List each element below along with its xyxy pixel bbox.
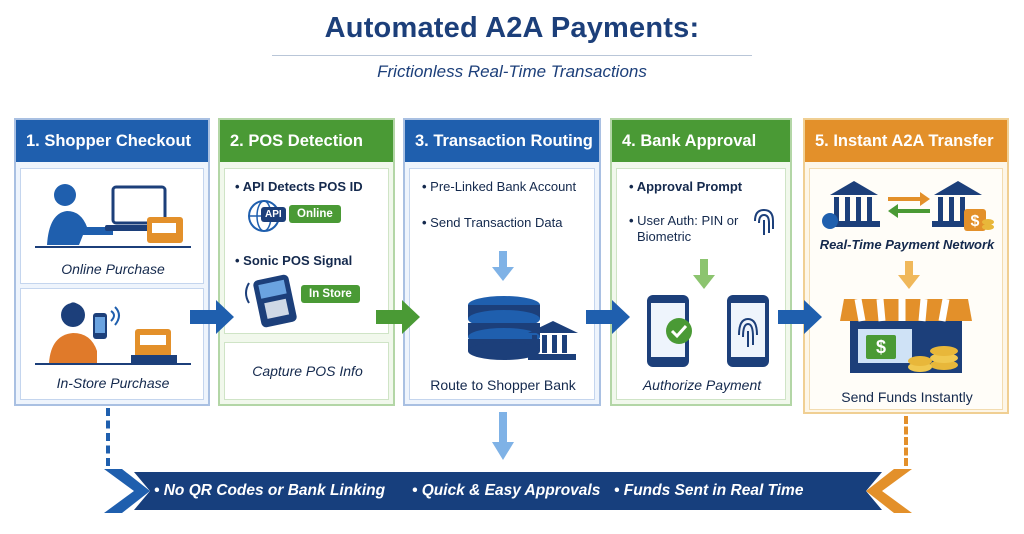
step-5-heading: 5. Instant A2A Transfer (805, 120, 1007, 162)
benefit-item-1: • No QR Codes or Bank Linking (154, 482, 386, 499)
down-arrow-icon (693, 259, 715, 289)
send-data-item: • Send Transaction Data (422, 215, 563, 230)
send-funds-label: Send Funds Instantly (841, 389, 973, 405)
svg-text:$: $ (876, 337, 886, 357)
api-detects-item: • API Detects POS ID (235, 179, 363, 194)
transfer-panel: $ Real-Time Payment Network $ Send Funds… (809, 168, 1003, 410)
pos-terminal-icon (245, 274, 297, 328)
benefit-item-3: • Funds Sent in Real Time (614, 482, 804, 499)
sonic-signal-item: • Sonic POS Signal (235, 253, 353, 268)
step-3-heading: 3. Transaction Routing (405, 120, 599, 162)
api-badge: API (261, 207, 286, 222)
fingerprint-icon (754, 208, 774, 235)
online-shopper-icon (35, 184, 191, 248)
step-5-card: 5. Instant A2A Transfer $ Real-Time Paym… (803, 118, 1009, 414)
routing-panel: • Pre-Linked Bank Account • Send Transac… (409, 168, 595, 400)
user-auth-item: • User Auth: PIN or (629, 213, 739, 228)
down-arrow-icon (492, 251, 514, 281)
step-4-heading: 4. Bank Approval (612, 120, 790, 162)
bank-to-bank-icon: $ (822, 181, 994, 231)
online-purchase-panel: Online Purchase (20, 168, 204, 284)
page-title: Automated A2A Payments: (324, 12, 700, 44)
capture-pos-label: Capture POS Info (252, 363, 363, 379)
step-4-card: 4. Bank Approval • Approval Prompt • Use… (610, 118, 792, 406)
down-arrow-icon (898, 261, 920, 289)
storefront-icon: $ (840, 298, 972, 373)
step-1-card: 1. Shopper Checkout Online Purchase In-S… (14, 118, 210, 406)
benefits-banner (104, 469, 912, 513)
pos-detection-panel: • API Detects POS ID API Online • Sonic … (224, 168, 389, 334)
step-3-card: 3. Transaction Routing • Pre-Linked Bank… (403, 118, 601, 406)
flow-arrow-4 (778, 300, 822, 334)
authorize-payment-label: Authorize Payment (642, 377, 762, 393)
benefit-item-2: • Quick & Easy Approvals (412, 482, 601, 499)
flow-arrow-1 (190, 300, 234, 334)
connector-center-arrow (492, 412, 514, 460)
svg-text:$: $ (971, 213, 980, 230)
rtp-network-label: Real-Time Payment Network (819, 237, 995, 252)
online-purchase-label: Online Purchase (61, 261, 165, 277)
benefits-list: • No QR Codes or Bank Linking • Quick & … (154, 482, 874, 504)
flow-arrow-2 (376, 300, 420, 334)
page-subtitle: Frictionless Real-Time Transactions (377, 62, 647, 81)
connector-left (106, 408, 110, 466)
connector-right (904, 416, 908, 466)
title-divider (272, 55, 752, 56)
step-2-card: 2. POS Detection • API Detects POS ID AP… (218, 118, 395, 406)
user-auth-item-line2: Biometric (637, 229, 692, 244)
step-1-heading: 1. Shopper Checkout (16, 120, 208, 162)
phone-approval-icon (647, 295, 769, 367)
bank-database-icon (468, 296, 578, 360)
route-to-bank-label: Route to Shopper Bank (430, 377, 576, 393)
instore-purchase-panel: In-Store Purchase (20, 288, 204, 400)
approval-prompt-item: • Approval Prompt (629, 179, 743, 194)
pre-linked-item: • Pre-Linked Bank Account (422, 179, 577, 194)
in-store-badge: In Store (301, 285, 360, 303)
approval-panel: • Approval Prompt • User Auth: PIN or Bi… (616, 168, 786, 400)
step-2-heading: 2. POS Detection (220, 120, 393, 162)
online-badge: Online (289, 205, 341, 223)
instore-shopper-icon (35, 302, 191, 365)
capture-pos-panel: Capture POS Info (224, 342, 389, 400)
flow-arrow-3 (586, 300, 630, 334)
instore-purchase-label: In-Store Purchase (56, 375, 170, 391)
